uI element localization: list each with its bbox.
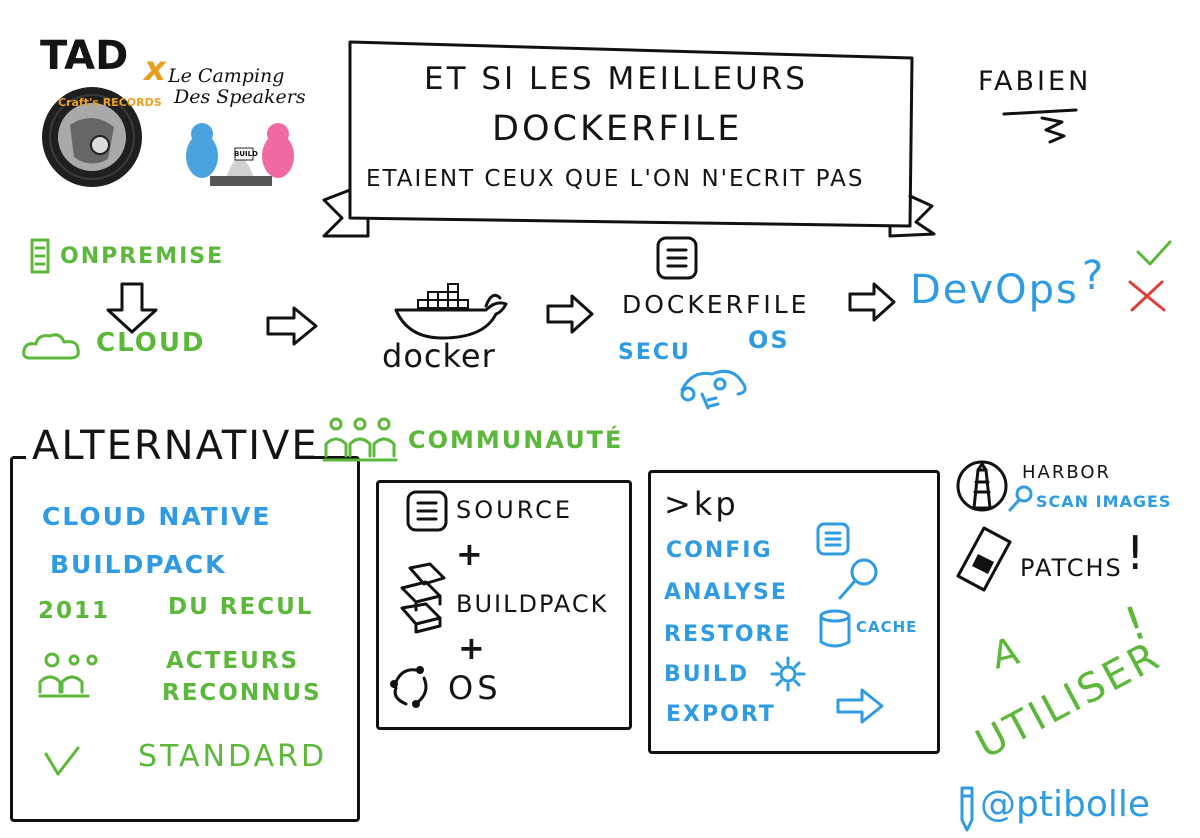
- gear-icon: [770, 656, 806, 692]
- tad-logo: TAD: [40, 33, 129, 79]
- kp-cache-label: CACHE: [856, 618, 918, 636]
- kp-restore-label: RESTORE: [664, 622, 792, 647]
- author-handle: @ptibolle: [980, 784, 1150, 825]
- patchs-exclaim: !: [1126, 526, 1147, 580]
- banner-line-3: ETAIENT CEUX QUE L'ON N'ECRIT PAS: [366, 166, 865, 192]
- source-label: SOURCE: [456, 496, 574, 524]
- standard-label: STANDARD: [138, 739, 328, 774]
- communaute-label: COMMUNAUTÉ: [408, 426, 624, 454]
- source-doc-icon: [406, 490, 448, 532]
- plus-sign-1: +: [456, 535, 485, 573]
- harbor-lighthouse-icon: [956, 460, 1008, 512]
- composition-os-label: OS: [448, 669, 502, 707]
- right-arrow-icon-2: [546, 294, 594, 334]
- community-icon: [322, 417, 398, 462]
- a-label: A: [987, 628, 1026, 678]
- records-badge-icon: [42, 87, 142, 187]
- kp-analyse-label: ANALYSE: [664, 580, 788, 605]
- export-arrow-icon: [836, 688, 884, 724]
- tad-logo-x: x: [144, 49, 168, 89]
- alternative-title-bg: [26, 426, 304, 476]
- patch-bandage-icon: [956, 526, 1012, 592]
- secu-label: SECU: [618, 340, 691, 365]
- docker-whale-icon: [394, 283, 508, 340]
- kp-config-label: CONFIG: [666, 538, 773, 563]
- composition-box: [376, 480, 632, 730]
- dockerfile-label: DOCKERFILE: [622, 290, 810, 319]
- plus-sign-2: +: [458, 629, 487, 667]
- scan-images-label: SCAN IMAGES: [1036, 492, 1172, 511]
- os-ubuntu-icon: [390, 666, 428, 708]
- camping-line-1: Le Camping: [168, 65, 285, 87]
- scan-magnifier-icon: [1008, 485, 1033, 512]
- onpremise-label: ONPREMISE: [60, 244, 225, 269]
- devops-question: ?: [1082, 253, 1106, 299]
- acteurs-line-2: RECONNUS: [162, 680, 322, 706]
- cnb-line-2: BUILDPACK: [50, 550, 227, 579]
- records-badge-label: Craft's RECORDS: [58, 96, 162, 109]
- campfire-bears-icon: [186, 123, 294, 186]
- cache-cylinder-icon: [819, 609, 851, 648]
- patchs-label: PATCHS: [1020, 554, 1123, 582]
- harbor-label: HARBOR: [1022, 462, 1112, 483]
- kp-box: [648, 470, 940, 754]
- config-doc-icon: [816, 522, 850, 556]
- os-label: OS: [748, 326, 790, 354]
- acteurs-line-1: ACTEURS: [166, 648, 300, 674]
- cloud-label: CLOUD: [96, 328, 206, 358]
- standard-check-icon: [44, 746, 80, 776]
- banner-line-2: DOCKERFILE: [492, 109, 743, 149]
- buildpack-label: BUILDPACK: [456, 590, 609, 618]
- right-arrow-icon-3: [848, 282, 896, 322]
- kp-prompt: >kp: [664, 485, 739, 523]
- cross-icon: [1128, 280, 1166, 312]
- kp-export-label: EXPORT: [666, 702, 776, 727]
- utiliser-exclaim: !: [1117, 594, 1156, 652]
- right-arrow-icon: [266, 306, 318, 346]
- cloud-icon: [22, 333, 80, 360]
- server-icon: [30, 238, 50, 274]
- check-icon: [1136, 240, 1172, 266]
- build-sign: BUILD: [234, 150, 258, 158]
- year-label: 2011: [38, 598, 111, 624]
- dockerfile-doc-icon: [656, 236, 698, 280]
- camping-title: Le Camping Des Speakers: [168, 66, 306, 108]
- docker-label: docker: [382, 337, 496, 375]
- camping-line-2: Des Speakers: [174, 85, 306, 108]
- speaker-name: FABIEN: [978, 66, 1092, 97]
- devops-label: DevOps: [910, 267, 1079, 313]
- cnb-line-1: CLOUD NATIVE: [42, 502, 272, 531]
- actors-community-icon: [38, 652, 98, 698]
- bug-keys-icon: [680, 369, 747, 410]
- title-banner-shape: [322, 40, 936, 238]
- kp-build-label: BUILD: [664, 662, 750, 687]
- recul-label: DU RECUL: [168, 594, 314, 620]
- magnifier-icon: [838, 558, 878, 600]
- banner-line-1: ET SI LES MEILLEURS: [424, 61, 808, 97]
- alternative-title: ALTERNATIVE: [32, 423, 319, 469]
- buildpack-stack-icon: [400, 562, 446, 634]
- speaker-underline-icon: [1002, 108, 1078, 144]
- pen-icon: [960, 786, 974, 832]
- down-arrow-icon: [106, 282, 158, 334]
